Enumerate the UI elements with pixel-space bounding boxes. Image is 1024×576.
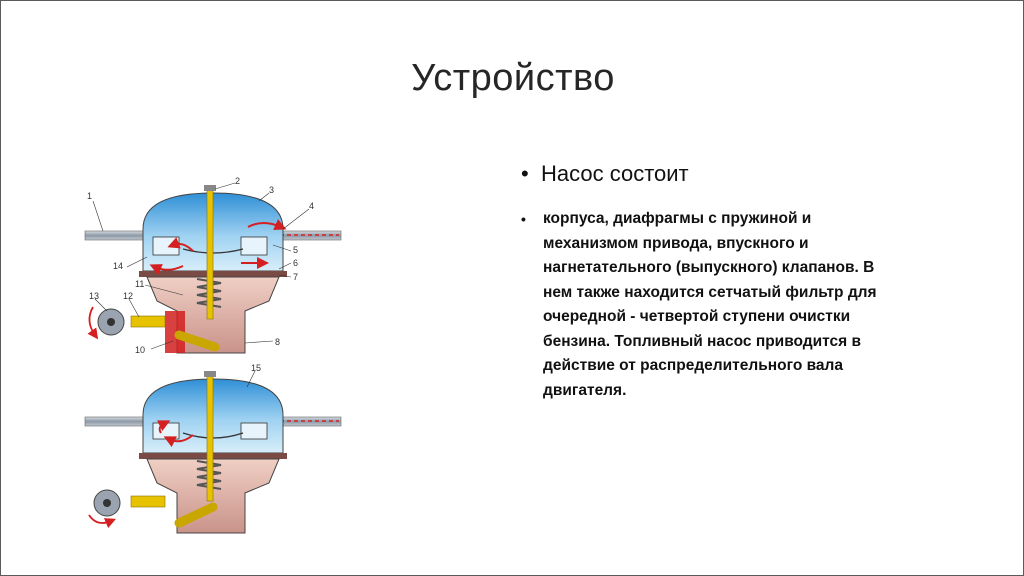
callout-11: 11 — [135, 279, 144, 289]
fuel-pump-diagram: 1 2 3 4 5 6 7 8 10 11 12 13 14 15 — [84, 176, 342, 534]
callout-5: 5 — [293, 245, 298, 255]
callout-2: 2 — [235, 176, 240, 186]
bullet-dot: • — [521, 161, 529, 186]
bullet-main-text: Насос состоит — [541, 161, 689, 186]
pump-lower — [84, 371, 342, 534]
bullet-main: • Насос состоит — [521, 161, 961, 187]
content-area: • Насос состоит • корпуса, диафрагмы с п… — [521, 161, 961, 403]
callout-10: 10 — [135, 345, 145, 355]
bullet-sub: • корпуса, диафрагмы с пружиной и механи… — [521, 207, 961, 403]
callout-4: 4 — [309, 201, 314, 211]
bullet-sub-text: корпуса, диафрагмы с пружиной и механизм… — [543, 210, 877, 399]
callout-12: 12 — [123, 291, 133, 301]
callout-13: 13 — [89, 291, 99, 301]
callout-1: 1 — [87, 191, 92, 201]
callout-8: 8 — [275, 337, 280, 347]
callout-15: 15 — [251, 363, 261, 373]
callout-14: 14 — [113, 261, 123, 271]
pump-upper — [84, 185, 342, 354]
bullet-dot: • — [521, 211, 526, 227]
callout-7: 7 — [293, 272, 298, 282]
slide-title: Устройство — [411, 57, 615, 99]
callout-3: 3 — [269, 185, 274, 195]
callout-6: 6 — [293, 258, 298, 268]
